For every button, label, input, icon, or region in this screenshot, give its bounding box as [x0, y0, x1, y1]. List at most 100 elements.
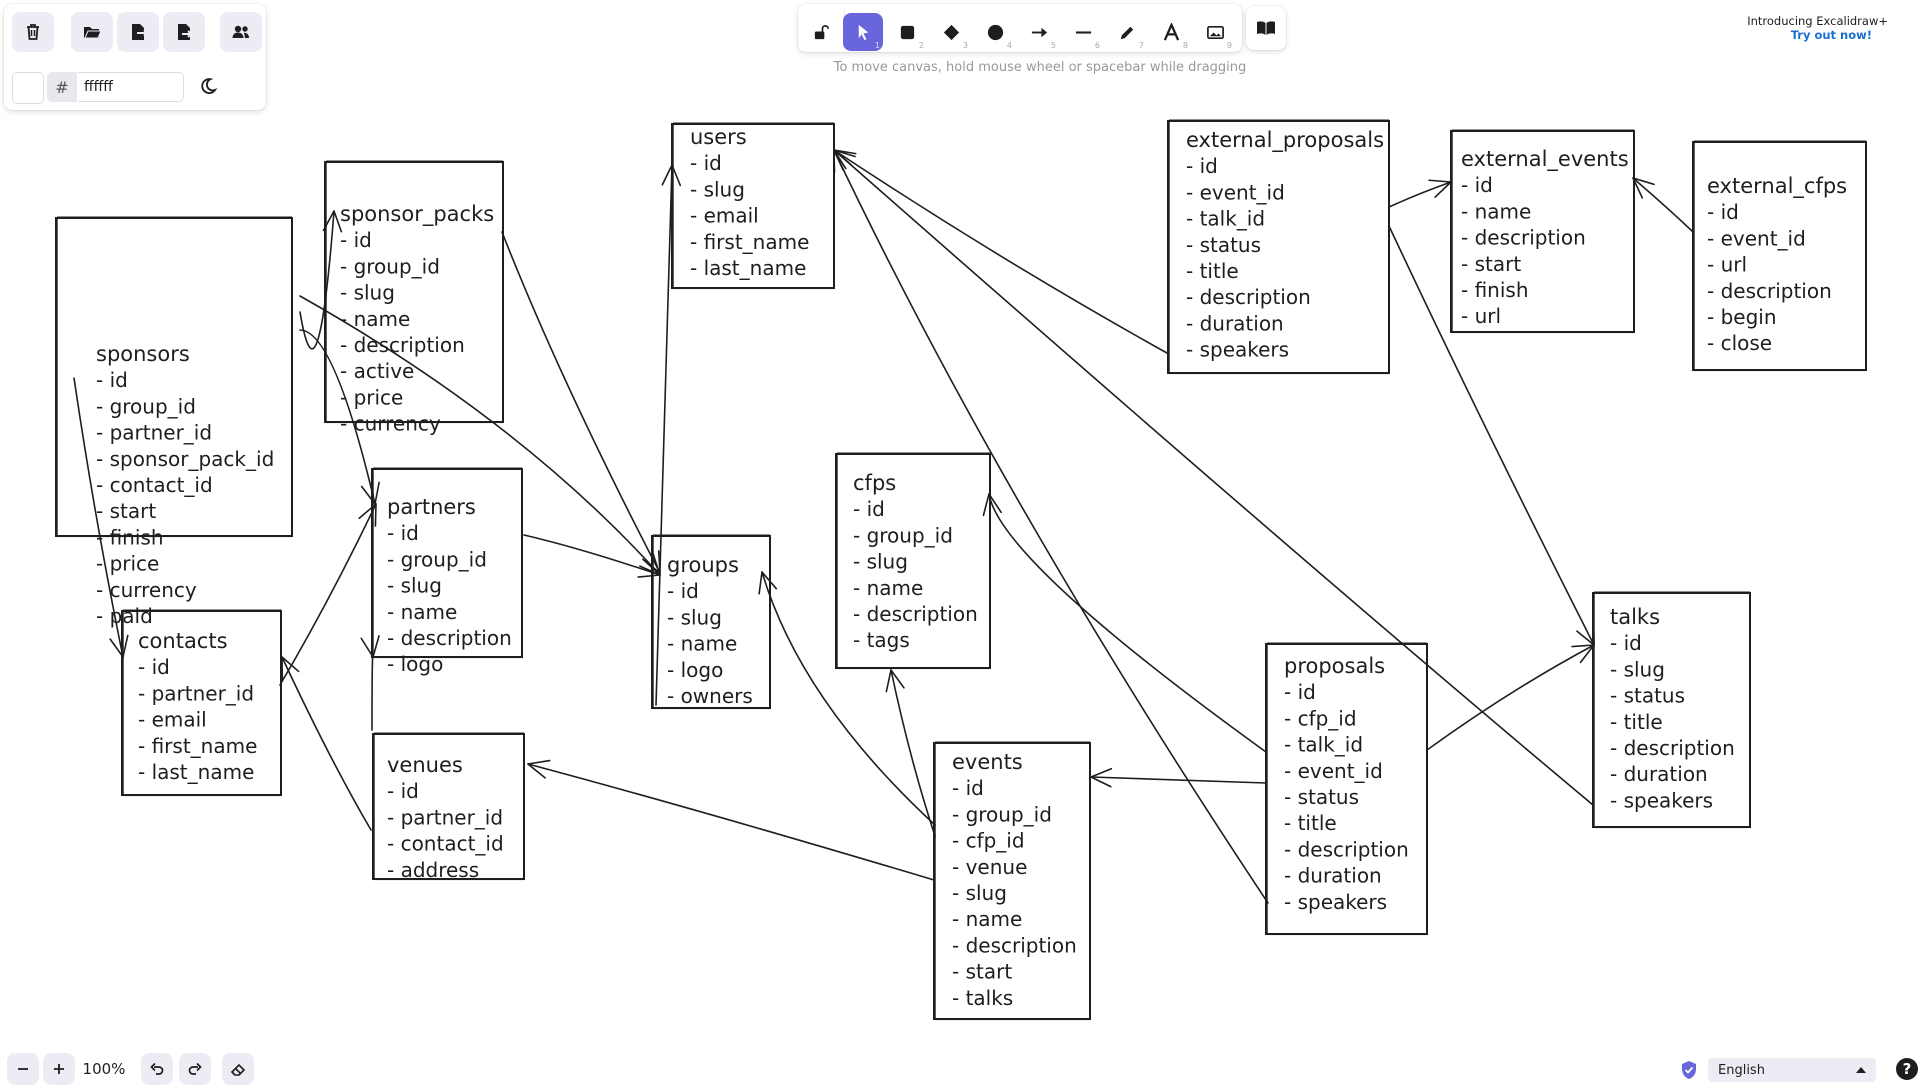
- library-button[interactable]: [1246, 6, 1286, 50]
- relation-arrow[interactable]: [885, 669, 936, 837]
- entity-box-sketch: [1694, 140, 1866, 372]
- arrow-line[interactable]: [501, 231, 661, 574]
- trash-icon[interactable]: [12, 12, 54, 52]
- entity-field: - event_id: [1186, 180, 1285, 204]
- relation-arrow[interactable]: [758, 571, 936, 826]
- relation-arrow[interactable]: [1632, 177, 1694, 233]
- entity-field: - event_id: [1707, 226, 1806, 250]
- pencil-icon[interactable]: 7: [1107, 13, 1147, 51]
- entity-boxes[interactable]: sponsors- id- group_id- partner_id- spon…: [55, 119, 1867, 1021]
- relation-arrow[interactable]: [1388, 179, 1452, 208]
- zoom-in-button[interactable]: [43, 1053, 75, 1085]
- arrow-line[interactable]: [655, 164, 673, 706]
- eraser-button[interactable]: [222, 1053, 254, 1085]
- entity-events[interactable]: events- id- group_id- cfp_id- venue- slu…: [933, 741, 1091, 1021]
- entity-box-sketch: [1452, 129, 1634, 334]
- entity-field: - id: [1610, 631, 1642, 655]
- promo-link[interactable]: Try out now!: [1790, 28, 1872, 42]
- entity-field: - start: [1461, 252, 1521, 276]
- redo-button[interactable]: [179, 1053, 211, 1085]
- entity-talks[interactable]: talks- id- slug- status- title- descript…: [1592, 591, 1751, 829]
- arrow-icon[interactable]: 5: [1019, 13, 1059, 51]
- entity-title: external_cfps: [1707, 174, 1847, 199]
- entity-field: - partner_id: [387, 805, 503, 829]
- arrowhead: [527, 759, 551, 779]
- entity-external-proposals[interactable]: external_proposals- id- event_id- talk_i…: [1167, 119, 1390, 375]
- arrow-line[interactable]: [988, 493, 1267, 753]
- entity-field: - status: [1610, 684, 1685, 708]
- entity-proposals[interactable]: proposals- id- cfp_id- talk_id- event_id…: [1265, 642, 1428, 936]
- diamond-icon[interactable]: 3: [931, 13, 971, 51]
- relation-arrow[interactable]: [360, 635, 380, 731]
- arrow-line[interactable]: [523, 534, 661, 576]
- arrow-line[interactable]: [279, 503, 377, 686]
- entity-external-events[interactable]: external_events- id- name- description- …: [1450, 129, 1635, 334]
- arrow-line[interactable]: [1426, 644, 1595, 751]
- arrow-line[interactable]: [833, 149, 1168, 354]
- entity-groups[interactable]: groups- id- slug- name- logo- owners: [651, 534, 771, 710]
- relation-arrow[interactable]: [501, 231, 661, 574]
- arrow-line[interactable]: [1632, 177, 1694, 233]
- entity-field: - speakers: [1186, 338, 1289, 362]
- entity-users[interactable]: users- id- slug- email- first_name- last…: [671, 122, 835, 290]
- entity-sponsor-packs[interactable]: sponsor_packs- id- group_id- slug- name-…: [324, 160, 504, 436]
- shield-icon[interactable]: [1680, 1060, 1698, 1080]
- entity-venues[interactable]: venues- id- partner_id- contact_id- addr…: [372, 732, 525, 882]
- arrow-line[interactable]: [833, 149, 1594, 806]
- arrow-line[interactable]: [1388, 181, 1452, 208]
- background-color-swatch[interactable]: [12, 72, 44, 104]
- entity-cfps[interactable]: cfps- id- group_id- slug- name- descript…: [835, 452, 991, 670]
- selection-icon[interactable]: 1: [843, 13, 883, 51]
- lock-icon[interactable]: [801, 13, 841, 51]
- relation-arrow[interactable]: [1426, 644, 1595, 751]
- entity-partners[interactable]: partners- id- group_id- slug- name- desc…: [371, 467, 523, 676]
- line-icon[interactable]: 6: [1075, 30, 1100, 50]
- undo-button[interactable]: [141, 1053, 173, 1085]
- entity-external-cfps[interactable]: external_cfps- id- event_id- url- descri…: [1692, 140, 1867, 372]
- entity-field: - event_id: [1284, 759, 1383, 783]
- language-select[interactable]: English: [1708, 1058, 1876, 1082]
- entity-field: - id: [387, 779, 419, 803]
- export-icon[interactable]: [117, 12, 159, 52]
- relation-arrow[interactable]: [299, 210, 343, 350]
- collab-icon[interactable]: [220, 12, 262, 52]
- dark-mode-moon-icon[interactable]: [198, 76, 222, 100]
- arrow-line[interactable]: [281, 656, 372, 831]
- image-icon[interactable]: 9: [1195, 13, 1235, 51]
- background-color-input[interactable]: [78, 72, 184, 102]
- entity-field: - close: [1707, 331, 1772, 355]
- relation-arrows[interactable]: [73, 149, 1694, 904]
- entity-field: - slug: [340, 281, 395, 305]
- arrow-line[interactable]: [833, 149, 1269, 904]
- entity-field: - id: [853, 497, 885, 521]
- arrow-line[interactable]: [299, 295, 661, 576]
- arrow-line[interactable]: [890, 669, 936, 837]
- arrow-line[interactable]: [299, 329, 376, 505]
- shapes-toolbar: 1 2 3 4 5 6 7 8 9: [798, 4, 1242, 52]
- help-icon[interactable]: ?: [1896, 1058, 1918, 1080]
- ellipse-icon[interactable]: 4: [975, 13, 1015, 51]
- zoom-out-button[interactable]: [7, 1053, 39, 1085]
- text-icon[interactable]: 8: [1151, 13, 1191, 51]
- arrow-line[interactable]: [1090, 776, 1267, 784]
- export-image-icon[interactable]: [163, 12, 205, 52]
- arrow-line[interactable]: [371, 655, 374, 731]
- arrow-line[interactable]: [761, 571, 936, 826]
- arrow-line[interactable]: [527, 763, 935, 881]
- arrow-line[interactable]: [1388, 225, 1595, 646]
- zoom-level[interactable]: 100%: [82, 1060, 126, 1078]
- entity-field: - speakers: [1610, 788, 1713, 812]
- relation-arrow[interactable]: [279, 503, 377, 686]
- arrow-line[interactable]: [299, 210, 335, 350]
- relation-arrow[interactable]: [527, 759, 935, 881]
- relation-arrow[interactable]: [523, 534, 661, 578]
- arrow-line[interactable]: [73, 377, 124, 658]
- entity-sponsors[interactable]: sponsors- id- group_id- partner_id- spon…: [55, 216, 293, 628]
- entity-contacts[interactable]: contacts- id- partner_id- email- first_n…: [121, 609, 282, 797]
- relation-arrow[interactable]: [982, 493, 1267, 753]
- relation-arrow[interactable]: [281, 656, 372, 831]
- rectangle-icon[interactable]: 2: [887, 13, 927, 51]
- open-icon[interactable]: [71, 12, 113, 52]
- relation-arrow[interactable]: [1090, 767, 1267, 788]
